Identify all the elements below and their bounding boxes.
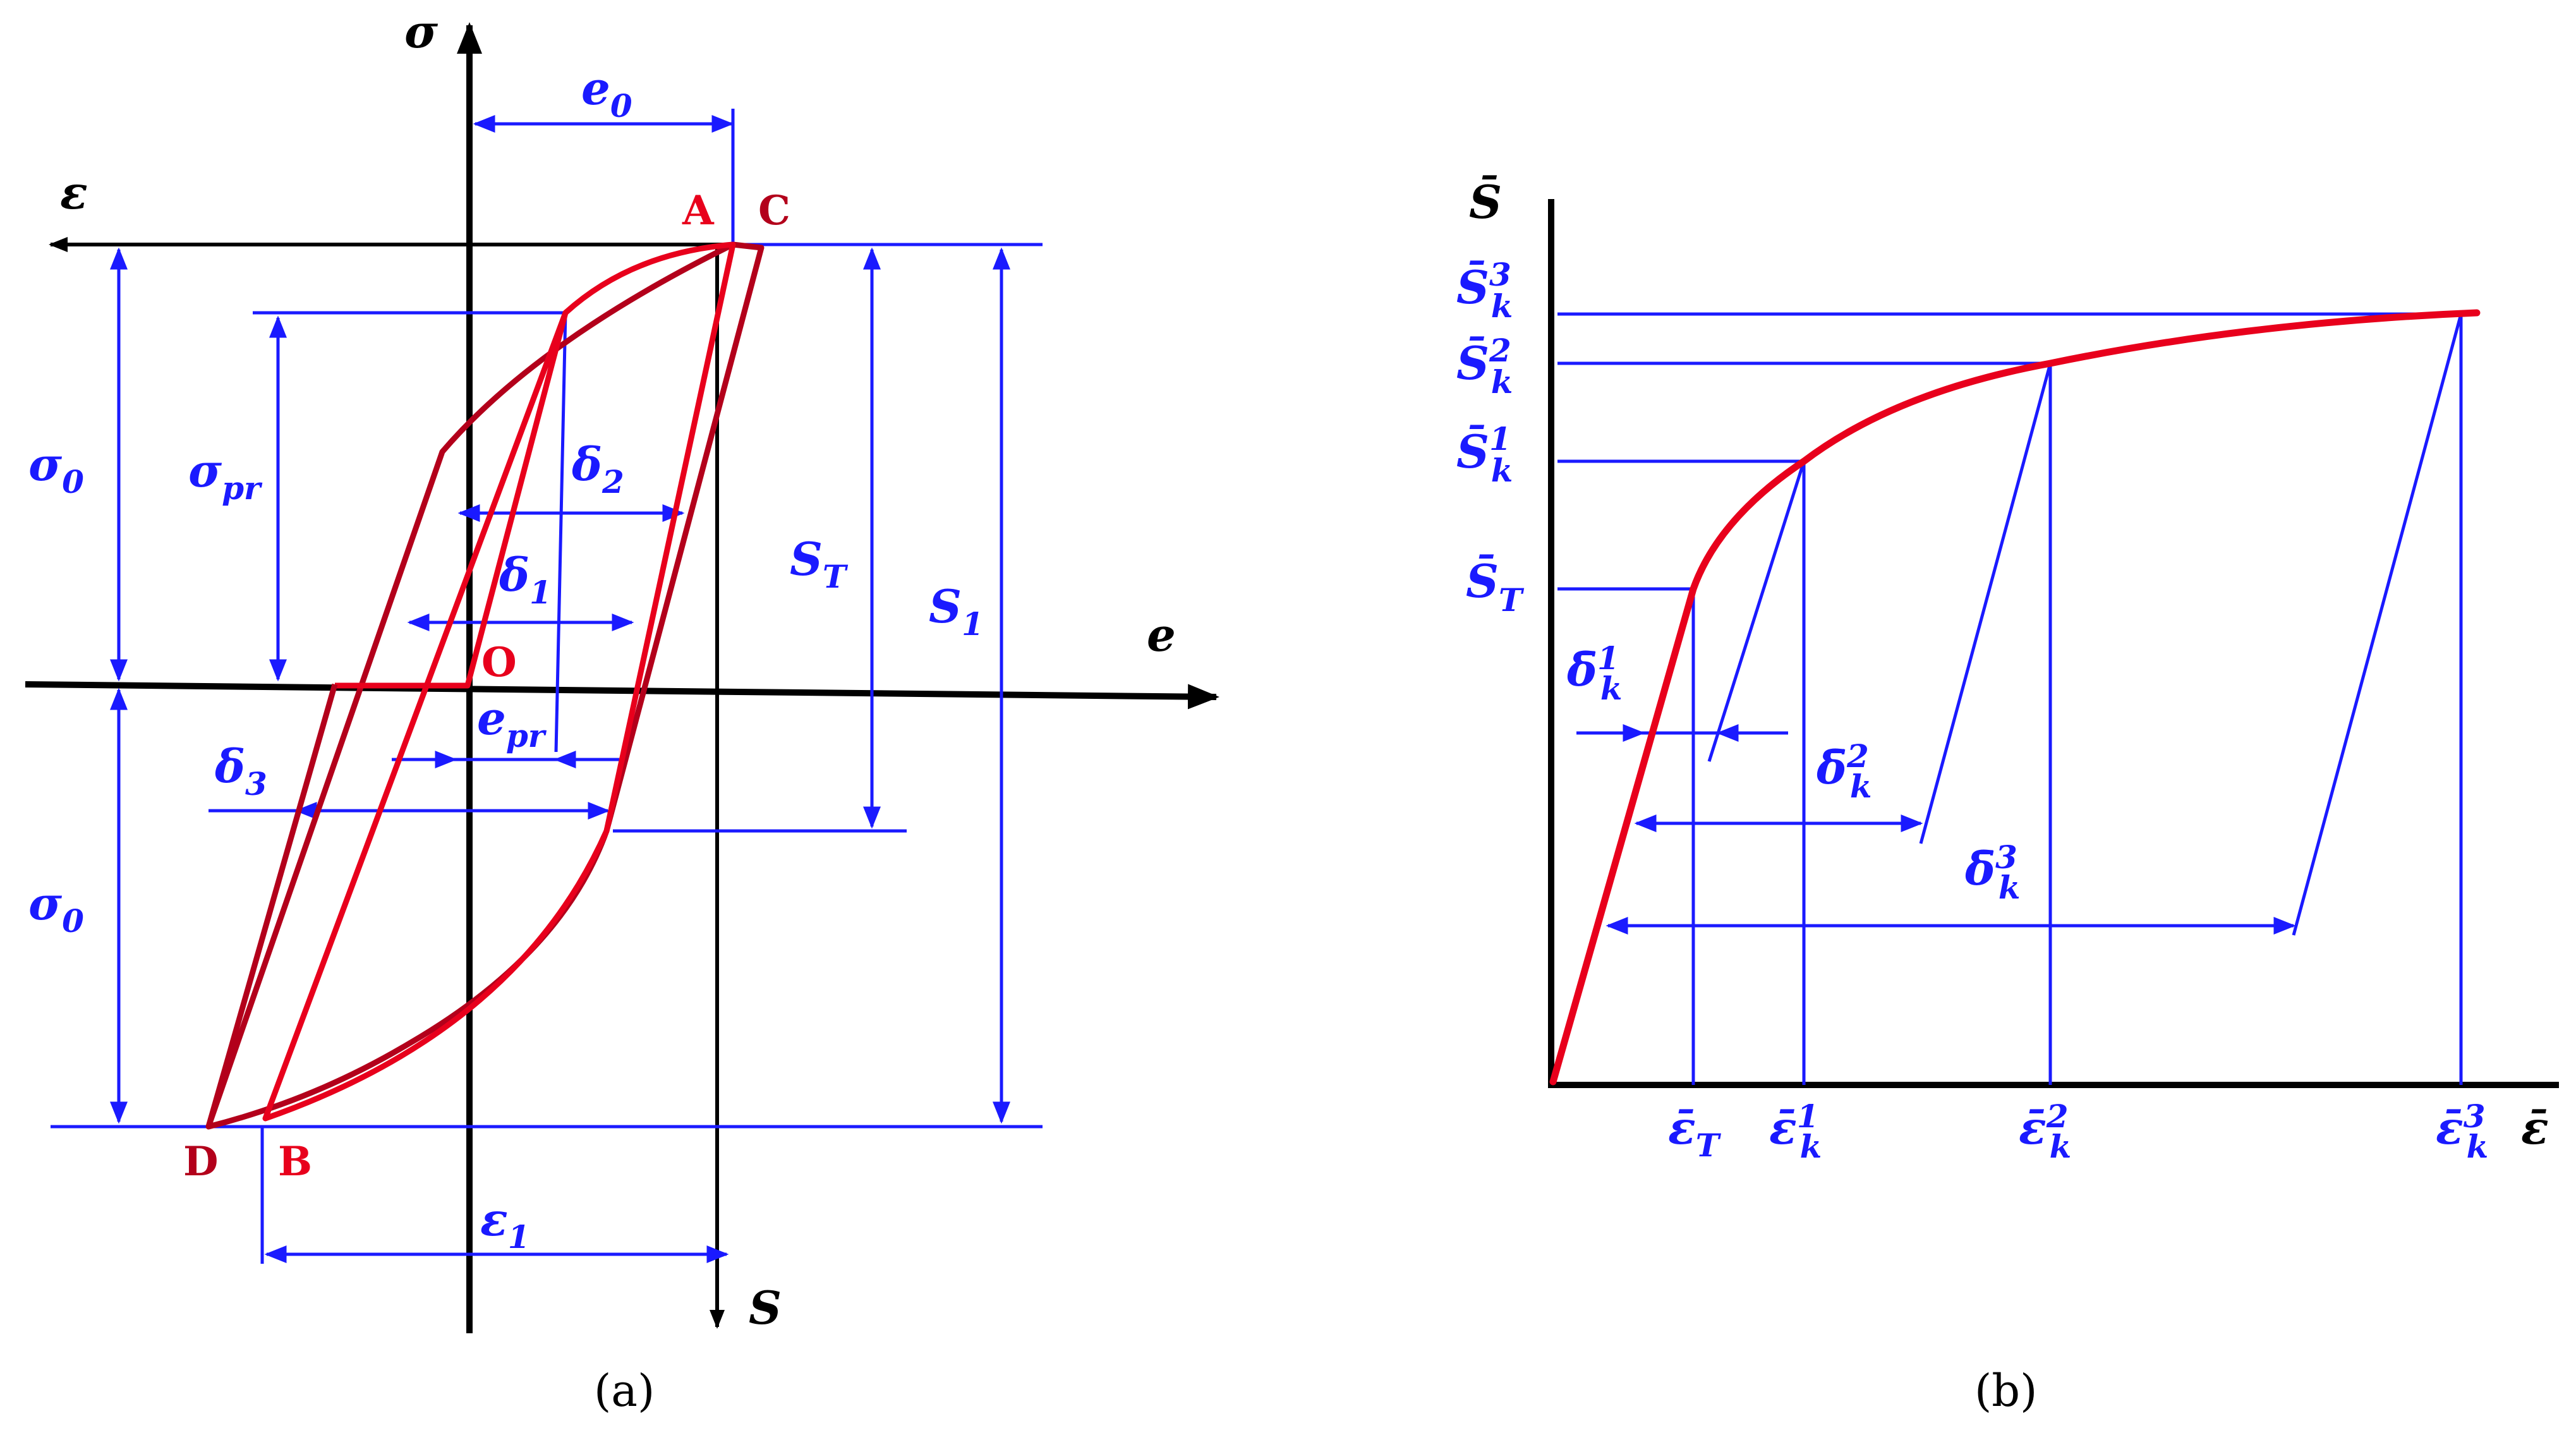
b-y-axis-label: S̄ [1469, 174, 1502, 229]
eps1-label: ε1 [480, 1192, 530, 1256]
eps-t-label: ε̄T [1668, 1101, 1722, 1164]
sigma-axis-label: σ [404, 4, 438, 58]
dimension-arrows [110, 115, 1010, 1263]
sigma0-bottom-label: σ0 [28, 876, 84, 940]
b-dimension-arrows [1576, 724, 2296, 935]
e-axis-label: e [1147, 608, 1176, 662]
sigma-pr-label: σpr [188, 444, 263, 507]
sigma0-top-label: σ0 [28, 437, 84, 500]
s-t-label: ST [790, 532, 849, 595]
panel-a: σ ε e S A C D B O e0 σ0 σ0 σpr δ2 δ1 δ3 … [25, 4, 1219, 1417]
e-pr-label: epr [477, 691, 547, 754]
hysteresis-curves [205, 241, 765, 1130]
b-x-axis-label: ε̄ [2521, 1101, 2549, 1154]
e-axis [25, 681, 1219, 710]
point-c-label: C [758, 187, 790, 234]
delta1-label: δ1 [499, 548, 552, 611]
caption-a: (a) [594, 1365, 655, 1417]
b-reference-lines [1557, 312, 2464, 1085]
delta2-label: δ2 [571, 437, 624, 500]
e0-label: e0 [581, 61, 632, 124]
stress-strain-curve [1549, 309, 2481, 1086]
point-a-label: A [682, 187, 715, 234]
point-b-label: B [278, 1138, 312, 1185]
s-axis-label: S [749, 1281, 782, 1335]
loop-bright [262, 241, 736, 1122]
delta3-label: δ3 [214, 739, 267, 802]
s1-label: S1 [929, 579, 984, 643]
st-label: S̄T [1466, 554, 1525, 619]
point-o-label: O [481, 639, 517, 686]
epsilon-axis-label: ε [60, 166, 88, 219]
point-d-label: D [183, 1138, 219, 1185]
caption-b: (b) [1974, 1365, 2037, 1417]
